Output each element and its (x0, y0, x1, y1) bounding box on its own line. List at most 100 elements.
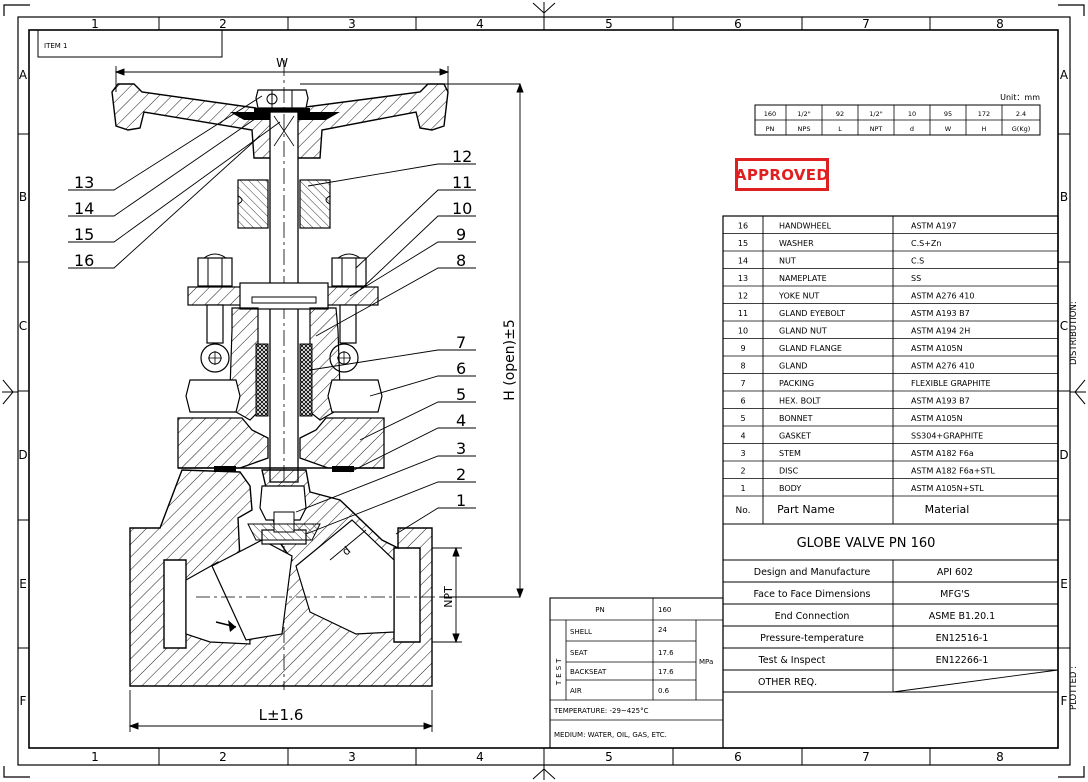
parts-name: GLAND (779, 362, 807, 371)
row-label: E (19, 577, 27, 591)
parts-material: ASTM A276 410 (911, 292, 974, 301)
approved-stamp: APPROVED (735, 158, 829, 191)
parts-name: WASHER (779, 239, 814, 248)
test-row-label: BACKSEAT (570, 668, 607, 676)
valve-drawing: d (111, 60, 449, 690)
parts-no: 1 (740, 484, 745, 493)
dim-header: G(Kg) (1012, 125, 1031, 133)
dimensions (114, 66, 524, 732)
test-side-label: TEST (555, 656, 563, 686)
dim-value: 92 (836, 110, 844, 118)
parts-no: 11 (738, 309, 748, 318)
parts-no: 12 (738, 292, 748, 301)
dim-value: 1/2" (869, 110, 882, 118)
parts-no: 3 (740, 449, 745, 458)
gland-flange (187, 282, 379, 310)
test-pn-value: 160 (658, 606, 671, 614)
spec-value: ASME B1.20.1 (929, 611, 995, 622)
parts-name: GLAND EYEBOLT (779, 309, 845, 318)
balloon-3: 3 (456, 439, 466, 458)
row-label: A (19, 68, 28, 82)
parts-name: NAMEPLATE (779, 274, 827, 283)
parts-name: STEM (779, 449, 801, 458)
parts-material: SS (911, 274, 921, 283)
column-label: 4 (476, 17, 484, 31)
zone-labels: 1 2 3 4 5 6 7 8 1 2 3 4 5 6 7 8 A B C D … (18, 17, 1079, 764)
column-label: 7 (862, 17, 870, 31)
parts-material: FLEXIBLE GRAPHITE (911, 379, 991, 388)
dim-header: NPT (870, 125, 883, 133)
leaders (68, 95, 476, 535)
spec-value: EN12516-1 (936, 633, 989, 644)
specs-table: Design and Manufacture Face to Face Dime… (723, 560, 1059, 693)
parts-no: 6 (740, 397, 745, 406)
hex-bolt (185, 379, 383, 413)
parts-no: 2 (740, 467, 745, 476)
parts-header-material: Material (925, 503, 970, 516)
spec-label: End Connection (775, 611, 850, 622)
parts-material: ASTM A197 (911, 222, 957, 231)
test-temperature: TEMPERATURE: -29~425°C (553, 707, 649, 715)
parts-material: ASTM A276 410 (911, 362, 974, 371)
parts-header-name: Part Name (777, 503, 835, 516)
dim-header: L (838, 125, 842, 133)
column-label: 6 (734, 750, 742, 764)
parts-no: 7 (740, 379, 745, 388)
parts-material: C.S+Zn (911, 239, 941, 248)
column-label: 1 (91, 750, 99, 764)
test-row-value: 17.6 (658, 649, 674, 657)
spec-label: OTHER REQ. (758, 677, 817, 688)
dim-value: 10 (908, 110, 916, 118)
spec-label: Design and Manufacture (754, 567, 871, 578)
dim-value: 2.4 (1016, 110, 1026, 118)
parts-header-no: No. (736, 506, 751, 516)
plotted-label: PLOTTED : (1069, 666, 1079, 710)
column-label: 3 (348, 750, 356, 764)
unit-label: Unit：mm (1000, 93, 1040, 102)
row-label: B (19, 190, 27, 204)
column-label: 7 (862, 750, 870, 764)
test-row-label: SEAT (570, 649, 588, 657)
row-label: D (1059, 448, 1068, 462)
distribution-label: DISTRIBUTION: (1069, 301, 1079, 365)
dim-value: 172 (978, 110, 990, 118)
row-label: D (18, 448, 27, 462)
balloon-4: 4 (456, 411, 466, 430)
parts-name: BODY (779, 484, 801, 493)
column-label: 1 (91, 17, 99, 31)
parts-material: ASTM A105N+STL (911, 484, 984, 493)
parts-material: SS304+GRAPHITE (911, 432, 983, 441)
spec-label: Test & Inspect (758, 655, 826, 666)
parts-no: 14 (738, 257, 748, 266)
gasket (214, 466, 236, 472)
column-label: 5 (605, 17, 613, 31)
balloon-5: 5 (456, 385, 466, 404)
packing (255, 343, 269, 417)
gland-eyebolt-left (197, 253, 233, 373)
item-box: ITEM 1 (37, 30, 223, 58)
column-label: 6 (734, 17, 742, 31)
balloon-13: 13 (74, 173, 94, 192)
balloon-16: 16 (74, 251, 94, 270)
spec-value: API 602 (937, 567, 973, 578)
dim-l: L±1.6 (259, 706, 304, 724)
test-medium: MEDIUM: WATER, OIL, GAS, ETC. (554, 731, 667, 739)
test-row-label: SHELL (570, 628, 592, 636)
parts-name: HEX. BOLT (779, 397, 821, 406)
disc (247, 485, 321, 545)
parts-no: 4 (740, 432, 745, 441)
spec-label: Face to Face Dimensions (753, 589, 870, 600)
yoke-nut (237, 179, 331, 229)
balloon-9: 9 (456, 225, 466, 244)
parts-no: 16 (738, 222, 748, 231)
column-label: 2 (219, 17, 227, 31)
test-row-value: 24 (658, 626, 667, 634)
parts-name: GLAND NUT (779, 327, 827, 336)
balloon-11: 11 (452, 173, 472, 192)
gland-eyebolt-right (329, 253, 367, 373)
dim-header: H (982, 125, 987, 133)
stem-top-nut (255, 89, 309, 109)
